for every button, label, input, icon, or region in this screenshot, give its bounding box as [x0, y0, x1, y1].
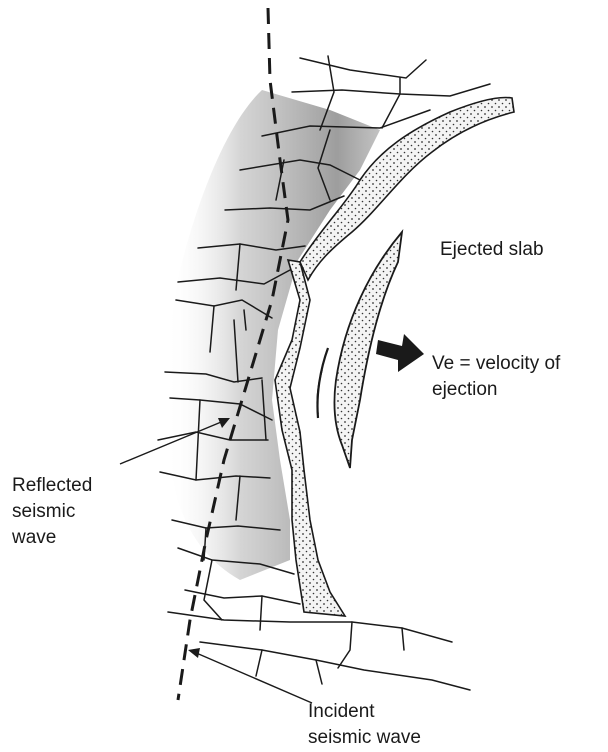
ejection-velocity-arrow	[376, 334, 424, 372]
label-velocity-line1: Ve = velocity of	[432, 352, 560, 376]
label-reflected-line1: Reflected	[12, 474, 92, 498]
label-velocity-line2: ejection	[432, 378, 498, 402]
label-ejected-slab: Ejected slab	[440, 238, 544, 262]
label-incident-line2: seismic wave	[308, 726, 421, 750]
label-reflected-line2: seismic	[12, 500, 75, 524]
label-reflected-line3: wave	[12, 526, 56, 550]
dotted-surface-layer	[275, 260, 345, 616]
label-incident-line1: Incident	[308, 700, 375, 724]
slab-sliver-2	[317, 370, 322, 414]
